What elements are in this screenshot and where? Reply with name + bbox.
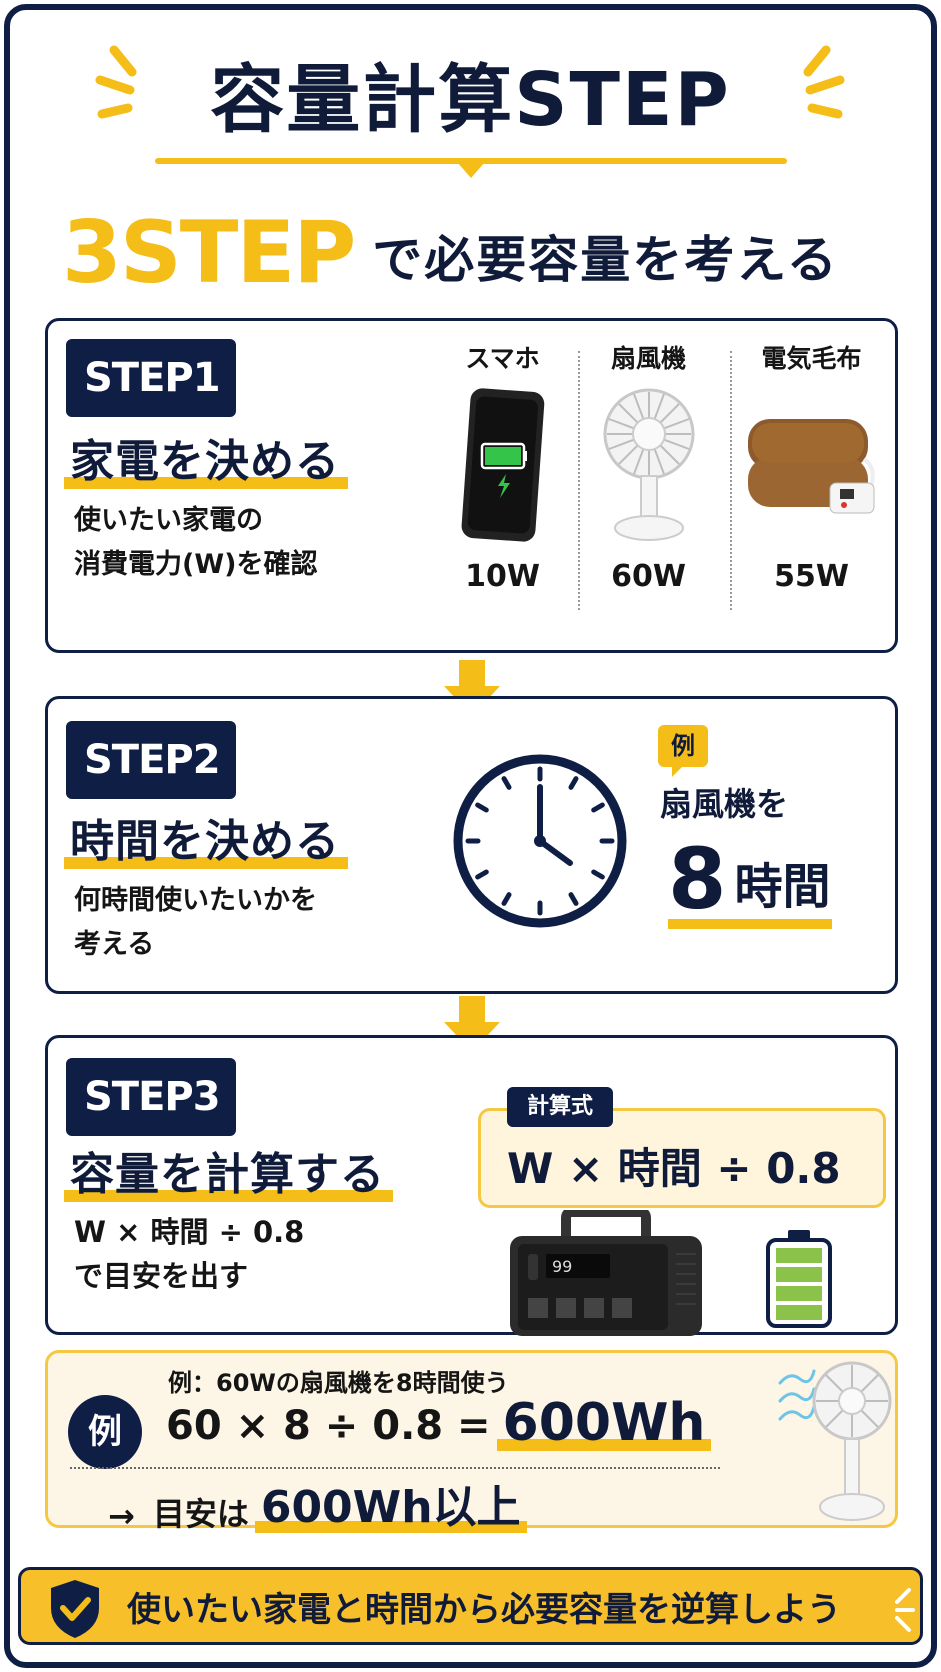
battery-bar bbox=[776, 1267, 822, 1282]
example-box: 例 例：60Wの扇風機を8時間使う 60 × 8 ÷ 0.8 = 600Wh →… bbox=[45, 1350, 898, 1535]
appliance-watt: 60W bbox=[611, 559, 686, 594]
clock-tick bbox=[591, 802, 605, 813]
divider bbox=[730, 351, 732, 610]
formula-box: 計算式 W × 時間 ÷ 0.8 bbox=[478, 1087, 886, 1208]
step3-badge: STEP3 bbox=[66, 1058, 236, 1136]
appliance-fan: 扇風機 60W bbox=[576, 339, 721, 594]
summary-text: 使いたい家電と時間から必要容量を逆算しよう bbox=[127, 1590, 841, 1630]
portable-power-station-icon: 99 bbox=[510, 1210, 702, 1336]
step2-example-duration: 8 時間 bbox=[668, 830, 833, 929]
wind-lines-icon bbox=[778, 1369, 816, 1421]
heading-highlight bbox=[64, 857, 348, 869]
left-sparkle-icon bbox=[95, 45, 137, 119]
example-calculation: 60 × 8 ÷ 0.8 = 600Wh bbox=[166, 1397, 712, 1451]
electric-blanket-icon bbox=[747, 419, 875, 514]
heading-highlight bbox=[64, 1190, 393, 1202]
appliance-watt: 55W bbox=[774, 559, 849, 594]
clock-tick bbox=[475, 802, 489, 813]
conclusion-highlight bbox=[254, 1521, 527, 1533]
fan-icon bbox=[603, 388, 694, 541]
step1-card: STEP1 家電を決める 使いたい家電の 消費電力(W)を確認 スマホ 10W … bbox=[45, 318, 898, 653]
battery-full-icon bbox=[766, 1230, 832, 1328]
svg-text:99: 99 bbox=[552, 1257, 572, 1276]
appliance-name: 電気毛布 bbox=[761, 344, 862, 373]
smartphone-icon bbox=[461, 388, 544, 542]
divider bbox=[578, 351, 580, 610]
step1-heading: 家電を決める bbox=[64, 425, 348, 489]
step2-badge: STEP2 bbox=[66, 721, 236, 799]
right-sparkle-icon bbox=[803, 45, 845, 119]
title-underline bbox=[155, 158, 787, 164]
shield-check-icon bbox=[51, 1580, 99, 1638]
clock-tick bbox=[591, 869, 605, 880]
example-badge: 例 bbox=[68, 1395, 142, 1469]
clock-tick bbox=[568, 776, 579, 790]
appliance-smartphone: スマホ 10W bbox=[430, 339, 575, 594]
fan-icon bbox=[812, 1361, 892, 1521]
example-result: 600Wh bbox=[496, 1397, 712, 1451]
example-conclusion: → 目安は 600Wh以上 bbox=[108, 1471, 527, 1535]
example-scenario: 例：60Wの扇風機を8時間使う bbox=[168, 1369, 509, 1397]
clock-tick bbox=[501, 892, 512, 906]
result-highlight bbox=[496, 1439, 712, 1451]
dotted-divider bbox=[70, 1467, 720, 1469]
appliance-electric-blanket: 電気毛布 55W bbox=[734, 339, 889, 594]
heading-highlight bbox=[64, 477, 348, 489]
step2-card: STEP2 時間を決める 何時間使いたいかを 考える 例 扇風機を 8 時間 bbox=[45, 696, 898, 994]
appliance-watt: 10W bbox=[465, 559, 540, 594]
sparkle-icon bbox=[895, 1588, 915, 1632]
battery-bar bbox=[776, 1286, 822, 1301]
clock-icon bbox=[453, 754, 627, 928]
clock-tick bbox=[568, 892, 579, 906]
conclusion-value: 600Wh以上 bbox=[254, 1471, 527, 1535]
formula-expression: W × 時間 ÷ 0.8 bbox=[507, 1144, 841, 1193]
appliance-name: スマホ bbox=[465, 344, 540, 373]
page-title: 容量計算STEP bbox=[210, 57, 731, 143]
summary-banner: 使いたい家電と時間から必要容量を逆算しよう bbox=[18, 1567, 923, 1645]
step3-card: STEP3 容量を計算する W × 時間 ÷ 0.8 で目安を出す 計算式 W … bbox=[45, 1035, 898, 1336]
subtitle-emphasis: 3STEP bbox=[62, 203, 356, 303]
step1-description: 使いたい家電の 消費電力(W)を確認 bbox=[74, 505, 318, 580]
battery-bar bbox=[776, 1248, 822, 1263]
step2-example-text: 扇風機を bbox=[660, 785, 789, 823]
formula-label: 計算式 bbox=[507, 1087, 614, 1127]
duration-highlight bbox=[668, 919, 833, 929]
arrow-right-icon: → bbox=[108, 1497, 135, 1535]
step2-description: 何時間使いたいかを 考える bbox=[74, 885, 317, 960]
step1-badge: STEP1 bbox=[66, 339, 236, 417]
example-tag: 例 bbox=[658, 725, 708, 777]
subtitle: 3STEP で必要容量を考える bbox=[62, 196, 839, 296]
step3-heading: 容量を計算する bbox=[64, 1138, 393, 1202]
subtitle-text: で必要容量を考える bbox=[372, 231, 839, 289]
appliance-name: 扇風機 bbox=[610, 344, 686, 373]
step3-description: W × 時間 ÷ 0.8 で目安を出す bbox=[74, 1215, 305, 1293]
title-notch bbox=[457, 162, 485, 178]
step2-heading: 時間を決める bbox=[64, 805, 348, 869]
battery-bar bbox=[776, 1305, 822, 1320]
clock-tick bbox=[501, 776, 512, 790]
clock-tick bbox=[475, 869, 489, 880]
